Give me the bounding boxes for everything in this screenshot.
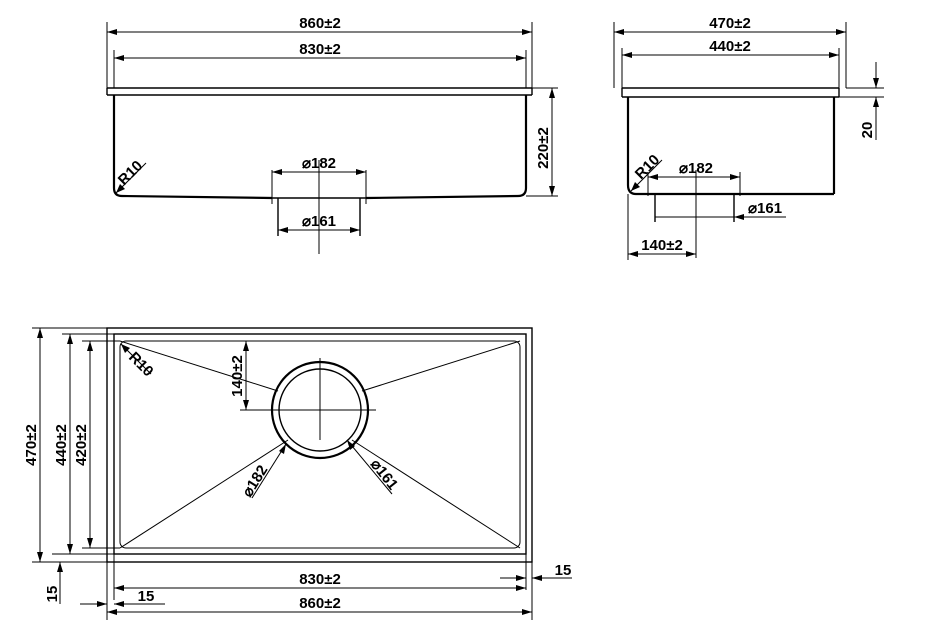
front-inner-width-label: 830±2 bbox=[299, 41, 341, 58]
front-drain-inner-dimension: ⌀161 bbox=[278, 213, 360, 233]
top-middle-depth-dimension: 440±2 bbox=[53, 334, 73, 554]
side-drain-offset-label: 140±2 bbox=[641, 237, 683, 254]
top-bottom-rim-dimension: 15 bbox=[44, 553, 107, 604]
top-right-rim-label: 15 bbox=[555, 562, 572, 579]
side-view: 470±2 440±2 ⌀182 ⌀161 bbox=[613, 15, 884, 260]
top-inner-depth-dimension: 420±2 bbox=[73, 341, 93, 548]
front-drain-outer-label: ⌀182 bbox=[302, 155, 336, 172]
front-corner-radius-label: R10 bbox=[115, 157, 146, 188]
side-inner-width-label: 440±2 bbox=[709, 38, 751, 55]
side-drain-inner-dimension: ⌀161 bbox=[655, 200, 786, 220]
side-drain-inner-label: ⌀161 bbox=[748, 200, 782, 217]
top-drain-offset-dimension: 140±2 bbox=[229, 341, 272, 411]
side-corner-radius-leader: R10 bbox=[630, 151, 663, 192]
front-corner-radius-leader: R10 bbox=[115, 157, 147, 194]
side-flange-height-dimension: 20 bbox=[839, 62, 884, 140]
side-flange-height-label: 20 bbox=[859, 122, 876, 139]
side-drain-outer-dimension: ⌀182 bbox=[648, 160, 740, 180]
top-right-rim-dimension: 15 bbox=[500, 562, 572, 581]
front-outer-width-label: 860±2 bbox=[299, 15, 341, 32]
top-outer-width-label: 860±2 bbox=[299, 595, 341, 612]
side-inner-width-dimension: 440±2 bbox=[622, 38, 839, 58]
top-outer-width-dimension: 860±2 bbox=[107, 595, 532, 615]
top-inner-width-dimension: 830±2 bbox=[114, 571, 526, 591]
top-middle-depth-label: 440±2 bbox=[53, 424, 70, 466]
front-height-label: 220±2 bbox=[535, 127, 552, 169]
side-outer-width-label: 470±2 bbox=[709, 15, 751, 32]
front-drain-outer-dimension: ⌀182 bbox=[272, 155, 366, 175]
top-drain-inner-label: ⌀161 bbox=[367, 456, 401, 493]
front-outer-width-dimension: 860±2 bbox=[107, 15, 532, 35]
top-outer-depth-dimension: 470±2 bbox=[23, 328, 43, 562]
top-inner-width-label: 830±2 bbox=[299, 571, 341, 588]
top-drain-offset-label: 140±2 bbox=[229, 355, 246, 397]
top-outer-depth-label: 470±2 bbox=[23, 424, 40, 466]
top-left-rim-label: 15 bbox=[138, 588, 155, 605]
front-height-dimension: 220±2 bbox=[526, 87, 558, 197]
front-inner-width-dimension: 830±2 bbox=[114, 41, 526, 61]
front-view: 860±2 830±2 ⌀182 bbox=[106, 15, 558, 254]
side-drain-offset-dimension: 140±2 bbox=[627, 194, 696, 260]
top-drain-outer-leader: ⌀182 bbox=[239, 443, 287, 500]
top-view: 140±2 R10 ⌀182 ⌀161 470 bbox=[23, 327, 572, 620]
side-outer-width-dimension: 470±2 bbox=[614, 15, 846, 35]
top-left-rim-dimension: 15 bbox=[80, 588, 165, 607]
front-drain-inner-label: ⌀161 bbox=[302, 213, 336, 230]
top-inner-depth-label: 420±2 bbox=[73, 424, 90, 466]
side-drain-outer-label: ⌀182 bbox=[679, 160, 713, 177]
top-bottom-rim-label: 15 bbox=[44, 586, 61, 603]
top-corner-radius-leader: R10 bbox=[120, 343, 157, 380]
side-corner-radius-label: R10 bbox=[632, 151, 663, 182]
